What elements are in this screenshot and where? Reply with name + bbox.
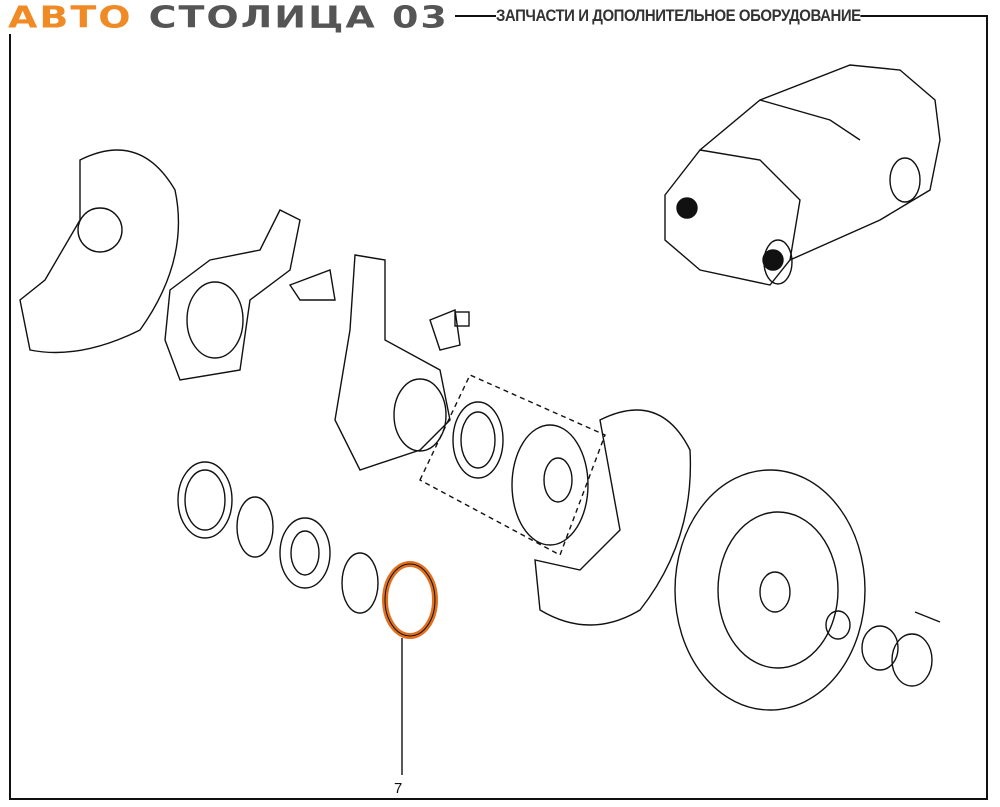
logo-part1: АВТО — [8, 0, 133, 35]
part-7-seal-ring[interactable] — [382, 561, 438, 775]
hub-assembly-group — [419, 374, 606, 556]
logo: АВТО СТОЛИЦА 03 — [8, 0, 455, 35]
tagline: ЗАПЧАСТИ И ДОПОЛНИТЕЛЬНОЕ ОБОРУДОВАНИЕ — [496, 6, 861, 26]
logo-part2: СТОЛИЦА 03 — [148, 0, 449, 35]
knuckle-left — [164, 209, 336, 381]
splash-shield-right — [534, 409, 692, 626]
marker-front-right — [762, 249, 784, 271]
bearing-set — [177, 461, 379, 614]
marker-front-left — [676, 197, 698, 219]
brake-disc — [674, 469, 866, 711]
callout-label-7[interactable]: 7 — [394, 780, 403, 797]
hub-nut-and-cap — [825, 610, 941, 687]
knuckle-right — [334, 254, 470, 471]
splash-shield-left — [19, 149, 180, 354]
car-illustration — [664, 64, 941, 286]
